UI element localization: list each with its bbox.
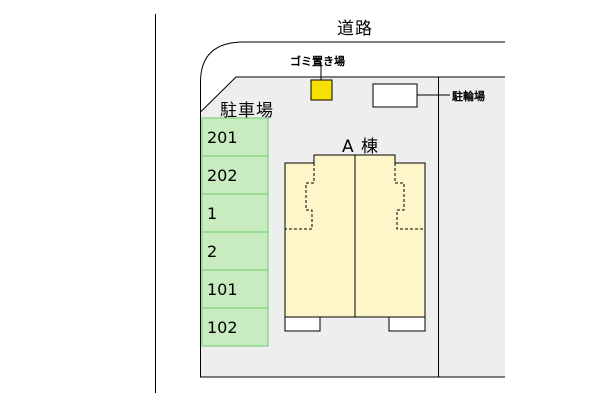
parking-space-label: 1 xyxy=(207,204,218,223)
parking-space-label: 202 xyxy=(207,166,238,185)
parking-space xyxy=(201,117,269,157)
balcony-right xyxy=(388,316,426,332)
lot-outline xyxy=(200,76,505,378)
parking-space xyxy=(201,155,269,195)
building-label: A 棟 xyxy=(342,137,380,157)
parking-space xyxy=(201,269,269,309)
unit-right-interior xyxy=(394,163,425,230)
parking-label: 駐車場 xyxy=(220,101,274,121)
parking-space xyxy=(201,307,269,347)
parking-space-label: 201 xyxy=(207,128,238,147)
parking-space-label: 101 xyxy=(207,280,238,299)
balcony-left xyxy=(284,316,321,332)
parking-space-label: 102 xyxy=(207,318,238,337)
unit-left-interior xyxy=(285,163,315,230)
parking-area xyxy=(201,117,269,347)
bicycle-parking-label: 駐輪場 xyxy=(452,90,485,103)
parking-space-label: 2 xyxy=(207,242,218,261)
garbage-label: ゴミ置き場 xyxy=(290,55,345,68)
garbage-area xyxy=(310,79,333,101)
road-label: 道路 xyxy=(337,19,373,39)
bicycle-parking-area xyxy=(372,83,418,108)
road-edge xyxy=(200,41,505,115)
parking-space xyxy=(201,193,269,233)
